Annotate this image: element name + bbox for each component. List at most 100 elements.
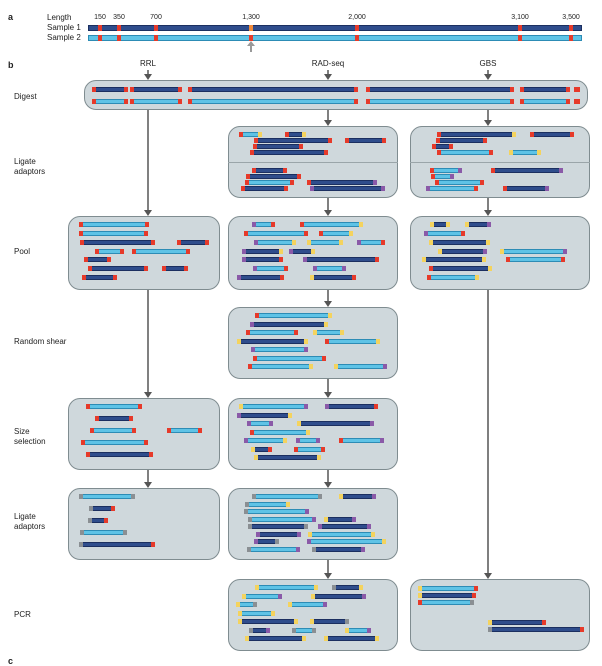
dna-fragment [291,627,316,633]
dna-fragment [500,248,568,254]
dna-fragment [310,275,357,281]
dna-fragment [488,620,546,625]
dna-fragment [284,132,307,137]
flow-arrow [324,198,332,216]
row-ligate-2a: Ligate [14,512,36,521]
dna-fragment [88,266,149,272]
dna-fragment [506,257,566,263]
dna-fragment [254,138,332,143]
dna-fragment [90,428,137,433]
dna-fragment [237,412,293,418]
dna-fragment [251,347,309,353]
dna-fragment [421,257,486,263]
dna-fragment [87,518,108,523]
flow-arrow [484,198,492,216]
dna-fragment [344,627,371,633]
dna-fragment [306,539,387,544]
flow-arrow [324,110,332,126]
dna-fragment [429,239,490,245]
dna-fragment [574,87,580,92]
dna-fragment [254,539,279,544]
dna-fragment [242,248,283,254]
rrl-ligate-box [68,488,220,560]
cut-site-mark [518,25,522,31]
dna-fragment [250,446,273,452]
dna-fragment [253,455,321,461]
cut-site-mark [154,25,158,31]
dna-fragment [188,99,358,104]
dna-fragment [241,257,283,263]
dna-fragment [318,524,372,529]
length-tick-3500: 3,500 [562,14,580,21]
dna-fragment [432,144,453,149]
dna-fragment [299,222,364,227]
dna-fragment [313,330,344,336]
dna-fragment [85,404,142,409]
dna-fragment [79,239,155,245]
dna-fragment [427,275,479,281]
length-tick-1300: 1,300 [242,14,260,21]
dna-fragment [246,174,301,179]
panel-b-letter: b [8,60,14,70]
flow-arrow [484,110,492,126]
dna-fragment [430,168,462,173]
dna-fragment [503,186,550,191]
dna-fragment [247,546,301,552]
cut-site-mark [249,35,253,41]
dna-fragment [323,636,380,642]
dna-fragment [166,428,202,433]
dna-fragment [251,494,322,499]
dna-fragment [246,330,298,336]
cut-site-mark [98,35,102,41]
dna-fragment [436,132,517,137]
dna-fragment [92,87,128,92]
dna-fragment [237,275,284,281]
dna-fragment [319,230,354,236]
method-gbs: GBS [479,59,497,68]
dna-fragment [243,230,309,236]
flow-arrow [324,290,332,307]
dna-fragment [418,593,476,598]
dna-fragment [245,636,306,642]
dna-fragment [324,338,381,344]
row-ligate-1a: Ligate [14,157,36,166]
dna-fragment [435,138,488,143]
dna-fragment [508,150,541,155]
dna-fragment [252,266,289,272]
box-divider [410,162,590,163]
row-size-b: selection [14,437,46,446]
row-digest: Digest [14,92,37,101]
cut-site-mark [355,35,359,41]
row-pcr: PCR [14,610,31,619]
flow-arrow [144,470,152,488]
dna-fragment [293,446,326,452]
dna-fragment [289,248,315,254]
sample1-label: Sample 1 [47,23,81,32]
dna-fragment [92,99,128,104]
flow-arrow [144,70,152,80]
dna-fragment [520,87,570,92]
dna-fragment [296,421,375,427]
dna-fragment [310,186,385,191]
dna-fragment [80,530,128,535]
cut-site-mark [98,25,102,31]
dna-fragment [245,501,290,507]
dna-fragment [238,404,308,409]
cut-site-mark [355,25,359,31]
dna-fragment [530,132,574,137]
dna-fragment [236,338,308,344]
row-ligate-2b: adaptors [14,522,46,531]
dna-fragment [339,494,376,499]
dna-fragment [78,494,136,499]
dna-fragment [252,222,276,227]
dna-fragment [238,619,298,625]
dna-fragment [366,99,514,104]
dna-fragment [249,429,310,435]
dna-fragment [324,516,357,522]
snp-arrow [247,41,255,52]
cut-site-mark [117,25,121,31]
dna-fragment [520,99,570,104]
dna-fragment [324,404,379,409]
digest-box [84,80,588,110]
flow-arrow [324,70,332,80]
